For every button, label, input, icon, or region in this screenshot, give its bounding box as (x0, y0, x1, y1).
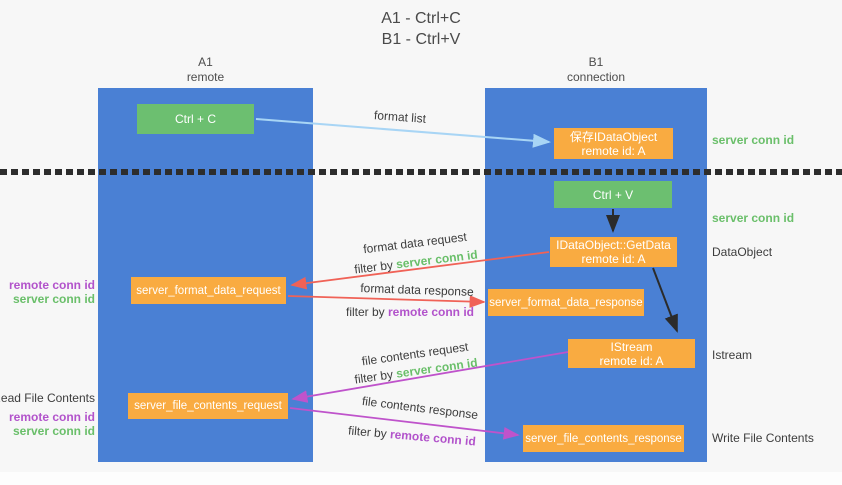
file-contents-response-label: file contents response (361, 393, 479, 423)
diagram-title: A1 - Ctrl+C B1 - Ctrl+V (0, 8, 842, 50)
server-conn-id-text: server conn id (395, 247, 479, 272)
save-idataobject-line1: 保存IDataObject (569, 129, 658, 144)
format-data-response-label: format data response (360, 281, 474, 299)
server-conn-id-annotation-2: server conn id (12, 424, 95, 438)
lifeline-b1-id: B1 (588, 55, 604, 69)
lifeline-b1-role: connection (566, 70, 626, 84)
filter-by-remote-conn-id-label-2: filter by remote conn id (348, 423, 477, 448)
dataobject-annotation: DataObject (712, 245, 773, 259)
getdata-line1: IDataObject::GetData (556, 238, 671, 252)
save-idataobject-line2: remote id: A (581, 143, 646, 158)
remote-conn-id-text: remote conn id (389, 427, 477, 449)
istream-box: IStream remote id: A (568, 339, 695, 368)
idataobject-getdata-box: IDataObject::GetData remote id: A (550, 237, 677, 267)
filter-by-text: filter by (347, 423, 391, 442)
ctrl-c-action-box: Ctrl + C (137, 104, 254, 134)
ctrl-c-label: Ctrl + C (174, 112, 216, 126)
server-format-data-request-box: server_format_data_request (131, 277, 286, 304)
lifeline-a1-role: remote (186, 70, 225, 84)
title-line-2: B1 - Ctrl+V (381, 31, 461, 48)
file-request-conn-ids: remote conn id server conn id (9, 410, 95, 438)
filter-by-text: filter by (353, 366, 398, 387)
server-conn-id-annotation-top: server conn id (712, 133, 795, 147)
server-format-data-response-box: server_format_data_response (488, 289, 644, 316)
read-file-contents-annotation: Read File Contents (0, 391, 95, 405)
server-file-contents-response-box: server_file_contents_response (523, 425, 684, 452)
server-file-contents-request-box: server_file_contents_request (128, 393, 288, 419)
title-line-1: A1 - Ctrl+C (381, 10, 461, 27)
remote-conn-id-annotation-2: remote conn id (8, 410, 95, 424)
format-request-conn-ids: remote conn id server conn id (9, 278, 95, 306)
filter-by-text: filter by (345, 305, 388, 319)
lifeline-a1-header: A1 remote (98, 55, 313, 85)
lifeline-b1-header: B1 connection (485, 55, 707, 85)
ctrl-v-label: Ctrl + V (592, 187, 634, 202)
remote-conn-id-text: remote conn id (388, 305, 475, 319)
istream-annotation: Istream (712, 348, 753, 362)
file-request-label: server_file_contents_request (134, 400, 282, 412)
file-response-label: server_file_contents_response (525, 432, 682, 445)
session-separator-dotted-line (0, 169, 842, 175)
write-file-contents-annotation: Write File Contents (712, 431, 814, 445)
format-request-label: server_format_data_request (136, 284, 281, 297)
bottom-margin (0, 472, 842, 485)
lifeline-a1-id: A1 (198, 55, 213, 69)
ctrl-v-action-box: Ctrl + V (554, 181, 672, 208)
save-idataobject-box: 保存IDataObject remote id: A (554, 128, 673, 159)
istream-line2: remote id: A (599, 353, 664, 368)
server-conn-id-annotation-ctrlv: server conn id (712, 211, 795, 225)
remote-conn-id-annotation-1: remote conn id (8, 278, 95, 292)
getdata-line2: remote id: A (581, 252, 646, 266)
server-conn-id-annotation-1: server conn id (12, 292, 95, 306)
format-list-label: format list (373, 108, 427, 126)
filter-by-text: filter by (353, 257, 397, 277)
filter-by-remote-conn-id-label-1: filter by remote conn id (346, 305, 474, 319)
istream-line1: IStream (610, 339, 653, 354)
format-response-label: server_format_data_response (489, 296, 643, 309)
